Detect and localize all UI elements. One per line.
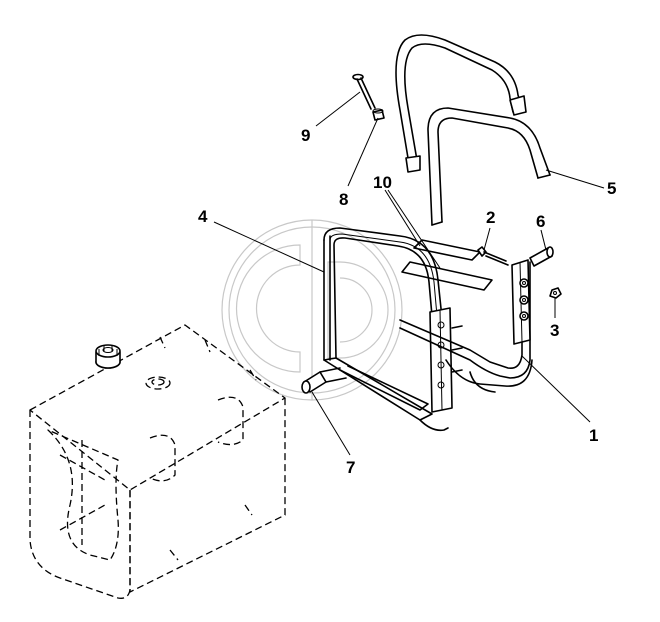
fuel-tank [29, 324, 286, 599]
part-4-bracket-front [323, 227, 449, 432]
watermark-logo [221, 219, 403, 401]
callout-8: 8 [339, 190, 348, 209]
callout-4: 4 [198, 207, 208, 226]
callouts: 1 2 3 4 5 6 7 8 9 10 [198, 126, 616, 477]
callout-6: 6 [536, 212, 545, 231]
callout-10: 10 [373, 173, 392, 192]
part-8-spacer [372, 108, 385, 121]
right-bracket-plate [511, 259, 531, 345]
leader-10a [384, 189, 421, 247]
callout-7: 7 [346, 458, 355, 477]
leader-6 [540, 229, 547, 251]
part-5-strap-outer [395, 34, 527, 173]
callout-5: 5 [607, 179, 616, 198]
part-1-bracket-rear [399, 261, 533, 393]
leader-10b [387, 189, 441, 269]
leader-5 [545, 169, 605, 189]
part-10-strips [401, 239, 493, 291]
side-bracket-plate [429, 307, 463, 413]
part-9-bolt [352, 73, 376, 110]
leader-7 [311, 391, 351, 456]
leader-8 [347, 117, 379, 187]
leader-lines [213, 91, 605, 456]
part-7-sleeve [301, 367, 347, 394]
part-6-pin [529, 246, 554, 267]
callout-3: 3 [550, 321, 559, 340]
leader-9 [315, 91, 361, 127]
part-2-bolt [477, 246, 509, 266]
leader-2 [483, 227, 491, 251]
leader-4 [213, 221, 325, 273]
part-5-rubber-liner [427, 107, 551, 226]
callout-1: 1 [589, 426, 598, 445]
filler-cap [95, 344, 121, 369]
callout-2: 2 [486, 208, 495, 227]
callout-9: 9 [301, 126, 310, 145]
part-3-nut [549, 287, 562, 299]
leader-1 [521, 355, 591, 423]
